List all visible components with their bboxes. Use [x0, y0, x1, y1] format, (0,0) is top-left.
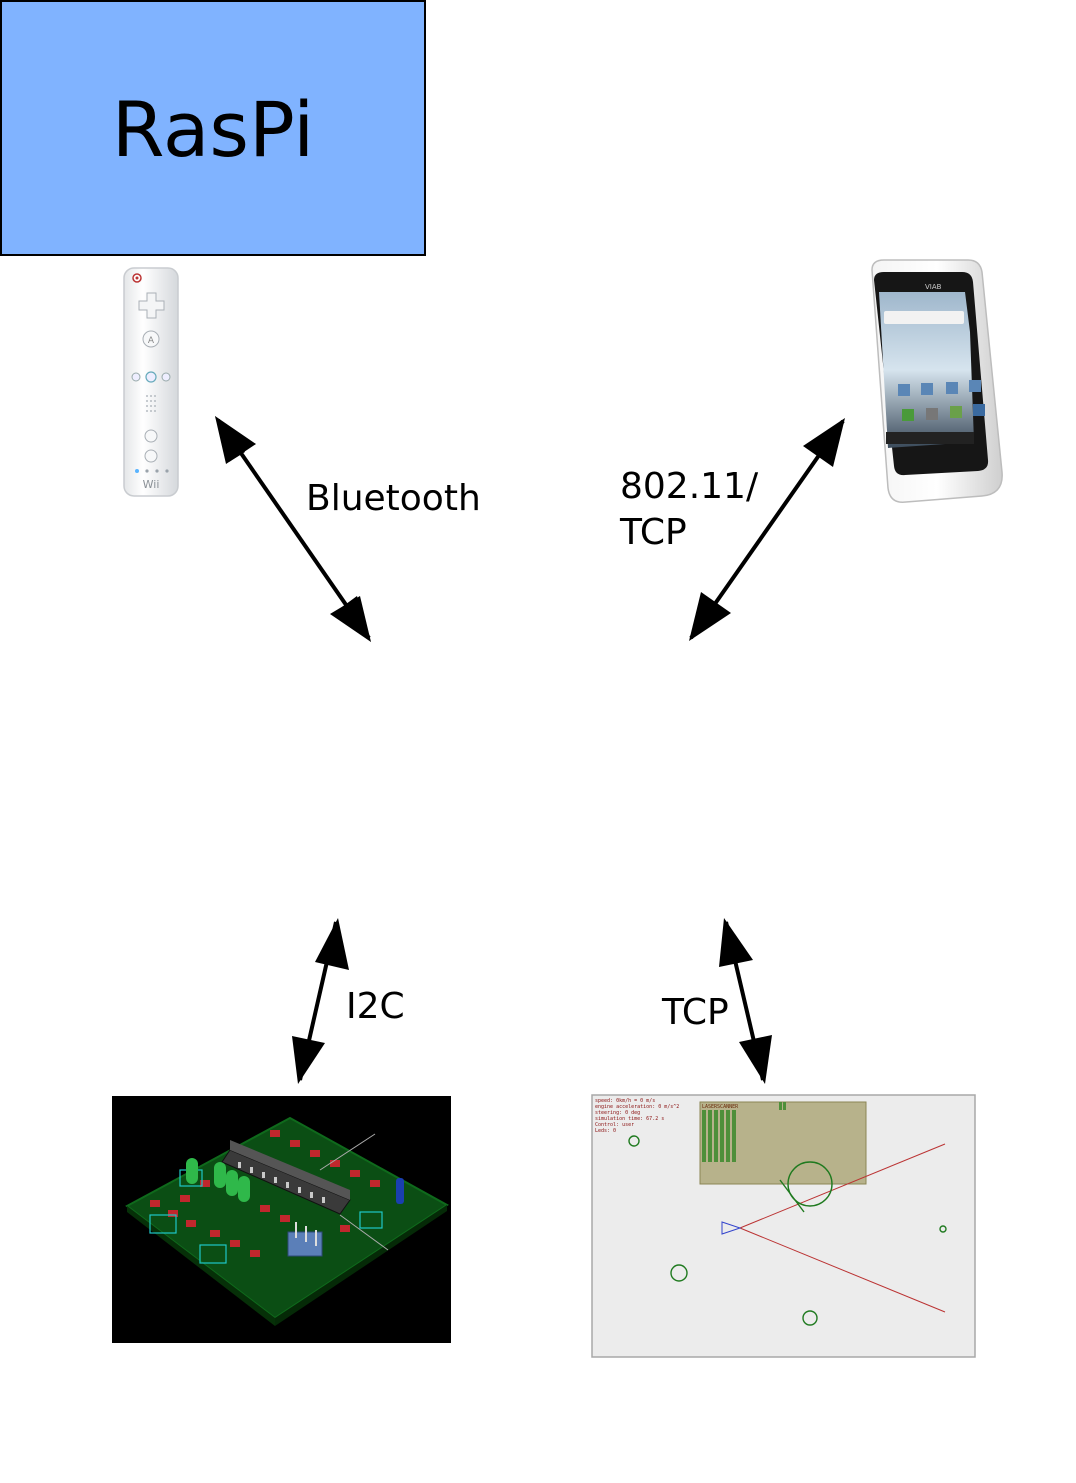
svg-text:engine acceleration: 0 m/s^2: engine acceleration: 0 m/s^2 [595, 1104, 679, 1110]
arrow-bluetooth [215, 416, 371, 642]
raspi-node: RasPi [0, 0, 426, 256]
link-label-bluetooth: Bluetooth [306, 478, 481, 519]
svg-text:LASERSCANNER: LASERSCANNER [702, 1104, 739, 1110]
pcb-image [112, 1096, 451, 1343]
svg-text:steering: 0 deg: steering: 0 deg [595, 1110, 640, 1116]
raspi-label: RasPi [111, 85, 315, 174]
link-label-wifi-tcp: TCP [620, 512, 687, 553]
svg-text:Leds: 0: Leds: 0 [595, 1128, 616, 1134]
wiimote-image: A Wii [123, 267, 179, 497]
arrow-tcp [719, 918, 772, 1084]
svg-text:speed: 0km/h = 0 m/s: speed: 0km/h = 0 m/s [595, 1098, 655, 1104]
simulator-image: LASERSCANNER speed: 0km/h = 0 m/s engine… [591, 1094, 976, 1358]
arrow-wifi [689, 418, 845, 641]
link-label-wifi: 802.11/ [620, 466, 759, 507]
svg-text:VIAB: VIAB [925, 283, 942, 291]
svg-text:simulation time: 67.2 s: simulation time: 67.2 s [595, 1116, 664, 1122]
svg-text:A: A [148, 336, 155, 346]
svg-text:Control: user: Control: user [595, 1122, 634, 1128]
link-label-i2c: I2C [346, 986, 405, 1027]
phone-image: VIAB [871, 259, 1003, 503]
svg-text:Wii: Wii [143, 478, 160, 491]
arrow-i2c [292, 918, 349, 1084]
link-label-tcp: TCP [662, 992, 729, 1033]
